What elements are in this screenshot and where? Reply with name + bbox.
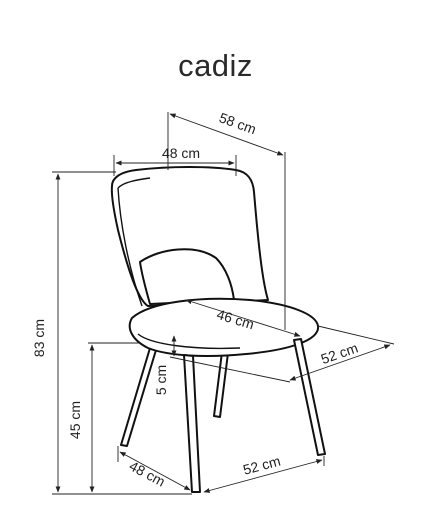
seat-depth-dimension-line: [185, 299, 301, 337]
label-total-height: 83 cm: [31, 319, 47, 357]
backrest-cutout: [139, 248, 235, 305]
label-base-width: 52 cm: [241, 453, 282, 478]
depth-dimension-line: [169, 113, 284, 156]
chair-illustration: [110, 166, 326, 493]
label-seat-thickness: 5 cm: [153, 365, 169, 395]
label-backrest-width: 48 cm: [162, 145, 200, 161]
back-left-leg: [120, 347, 157, 447]
base-width-dimension-line: [203, 459, 323, 493]
dimension-lines: [52, 112, 395, 495]
front-left-leg: [183, 354, 201, 493]
backrest-inner-edge: [117, 177, 151, 307]
product-title: cadiz: [178, 48, 253, 83]
back-right-leg: [213, 351, 229, 418]
label-seat-height: 45 cm: [67, 401, 83, 439]
label-base-depth: 48 cm: [127, 458, 168, 490]
base-depth-dimension-line: [119, 451, 191, 491]
seat-width-dimension-line: [289, 344, 391, 381]
